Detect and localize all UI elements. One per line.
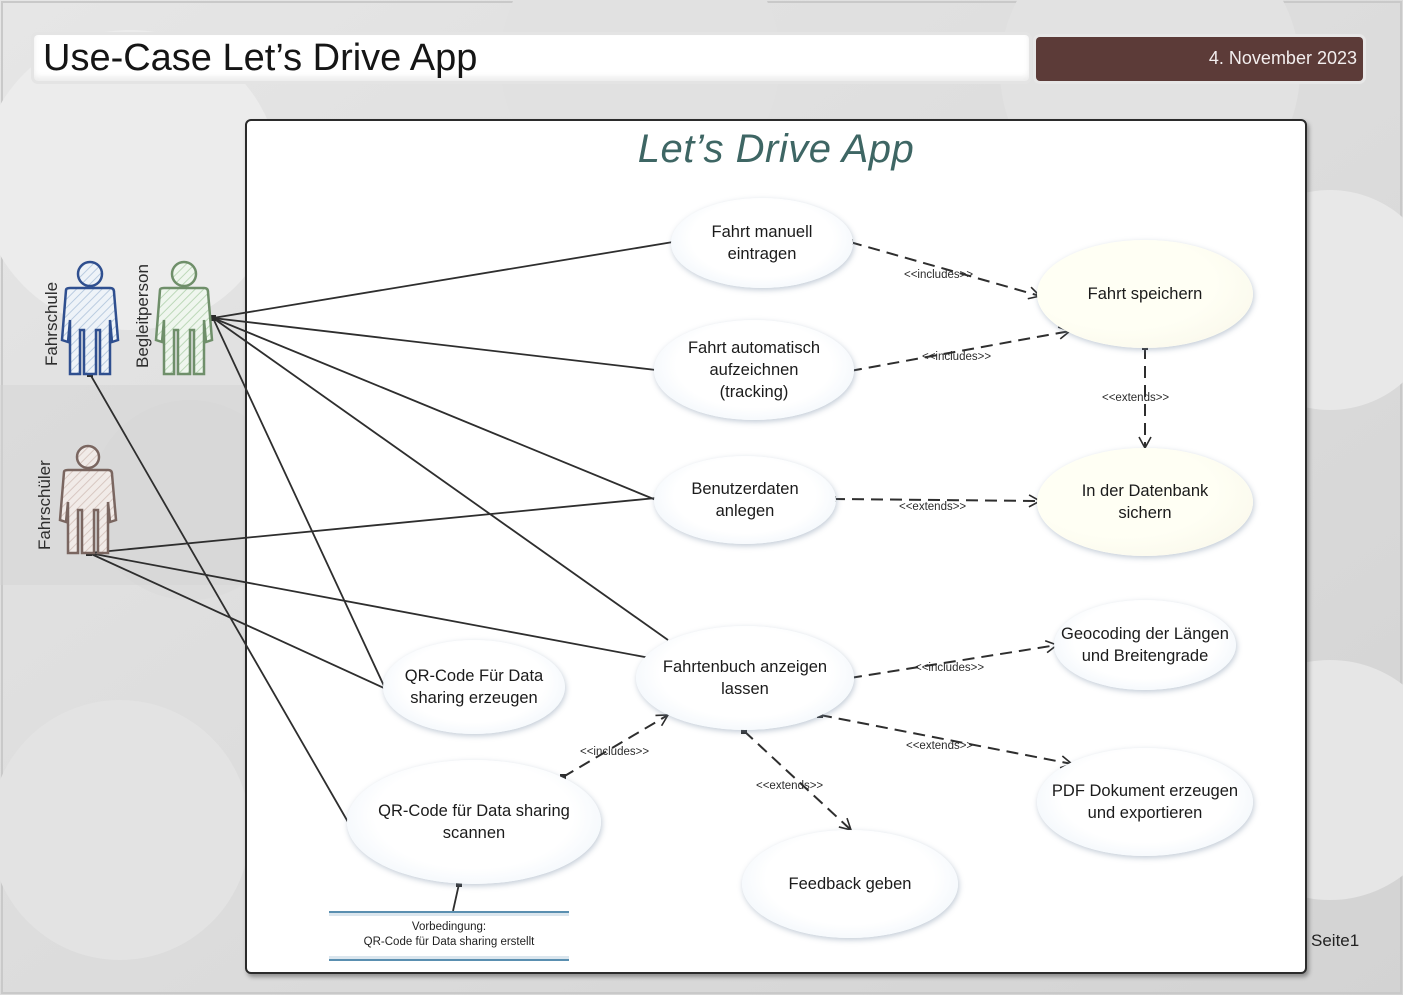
label-includes-4: <<includes>> — [580, 746, 649, 758]
precondition-note: Vorbedingung: QR-Code für Data sharing e… — [329, 911, 569, 961]
label-includes-3: <<includes>> — [915, 662, 984, 674]
assoc-schueler-fahrtenbuch — [88, 552, 651, 659]
assoc-begleit-fahrtenbuch — [212, 317, 669, 641]
association-lines — [88, 241, 674, 912]
date-text: 4. November 2023 — [1208, 48, 1357, 68]
assoc-schueler-qr-erzeugen — [88, 552, 385, 689]
label-includes-1: <<includes>> — [904, 269, 973, 281]
assoc-begleit-manuell — [212, 241, 674, 319]
rel-fahrtenbuch-geocoding — [847, 640, 1059, 681]
assoc-fahrschule-qr-scannen — [89, 373, 349, 823]
system-title: Let’s Drive App — [637, 127, 915, 171]
page-number: Seite1 — [1311, 931, 1360, 950]
assoc-begleit-qr-erzeugen — [212, 317, 385, 687]
rel-manuell-speichern — [847, 239, 1042, 300]
usecase-fahrtenbuch-label: Fahrtenbuch anzeigen lassen — [662, 658, 828, 698]
usecase-fahrt-manuell[interactable]: Fahrt manuell eintragen — [671, 198, 853, 288]
note-line2: QR-Code für Data sharing erstellt — [363, 936, 535, 948]
note-link — [452, 883, 460, 912]
title-bar: Use-Case Let’s Drive App — [34, 35, 1029, 81]
rel-scannen-fahrtenbuch — [560, 714, 670, 780]
label-includes-2: <<includes>> — [922, 351, 991, 363]
assoc-begleit-automatisch — [212, 317, 657, 371]
dashed-relations — [560, 239, 1152, 832]
usecase-geocoding-label: Geocoding der Längen und Breitengrade — [1061, 625, 1229, 665]
usecase-datenbank-label: In der Datenbank sichern — [1081, 482, 1209, 522]
label-extends-2: <<extends>> — [899, 501, 966, 513]
usecase-benutzerdaten[interactable]: Benutzerdaten anlegen — [654, 456, 836, 544]
usecase-feedback-label: Feedback geben — [788, 875, 912, 893]
usecase-benutzerdaten-label: Benutzerdaten anlegen — [691, 480, 799, 520]
assoc-begleit-benutzerdaten — [212, 317, 657, 501]
actor-fahrschueler-label: Fahrschüler — [35, 460, 54, 550]
relation-labels: <<includes>> <<includes>> <<extends>> <<… — [580, 269, 1169, 792]
note-line1: Vorbedingung: — [411, 921, 487, 933]
usecase-feedback[interactable]: Feedback geben — [742, 830, 958, 938]
usecase-qr-erzeugen-label: QR-Code Für Data sharing erzeugen — [404, 667, 544, 707]
usecase-pdf-label: PDF Dokument erzeugen und exportieren — [1051, 782, 1239, 822]
usecase-qr-scannen[interactable]: QR-Code für Data sharing scannen — [347, 760, 601, 884]
label-extends-1: <<extends>> — [1102, 392, 1169, 404]
actor-fahrschule-label: Fahrschule — [42, 281, 61, 366]
usecase-fahrt-automatisch-label: Fahrt automatisch aufzeichnen (tracking) — [687, 339, 821, 401]
usecase-fahrt-speichern-label: Fahrt speichern — [1087, 285, 1203, 303]
assoc-schueler-benutzerdaten — [88, 497, 657, 554]
usecase-datenbank[interactable]: In der Datenbank sichern — [1037, 448, 1253, 556]
rel-benutzer-datenbank — [830, 494, 1042, 508]
rel-fahrtenbuch-feedback — [741, 728, 853, 832]
label-extends-3: <<extends>> — [906, 740, 973, 752]
usecase-fahrtenbuch[interactable]: Fahrtenbuch anzeigen lassen — [636, 626, 854, 730]
actor-begleitperson-label: Begleitperson — [133, 264, 152, 368]
usecase-qr-scannen-label: QR-Code für Data sharing scannen — [378, 802, 570, 842]
usecase-fahrt-manuell-label: Fahrt manuell eintragen — [711, 223, 813, 263]
usecase-geocoding[interactable]: Geocoding der Längen und Breitengrade — [1054, 600, 1236, 690]
usecase-pdf[interactable]: PDF Dokument erzeugen und exportieren — [1037, 748, 1253, 856]
usecase-qr-erzeugen[interactable]: QR-Code Für Data sharing erzeugen — [383, 640, 565, 734]
page-title: Use-Case Let’s Drive App — [43, 37, 478, 79]
usecase-fahrt-automatisch[interactable]: Fahrt automatisch aufzeichnen (tracking) — [654, 320, 854, 420]
label-extends-4: <<extends>> — [756, 780, 823, 792]
rel-fahrtenbuch-pdf — [817, 712, 1074, 769]
date-badge: 4. November 2023 — [1036, 37, 1363, 81]
usecase-fahrt-speichern[interactable]: Fahrt speichern — [1037, 240, 1253, 348]
